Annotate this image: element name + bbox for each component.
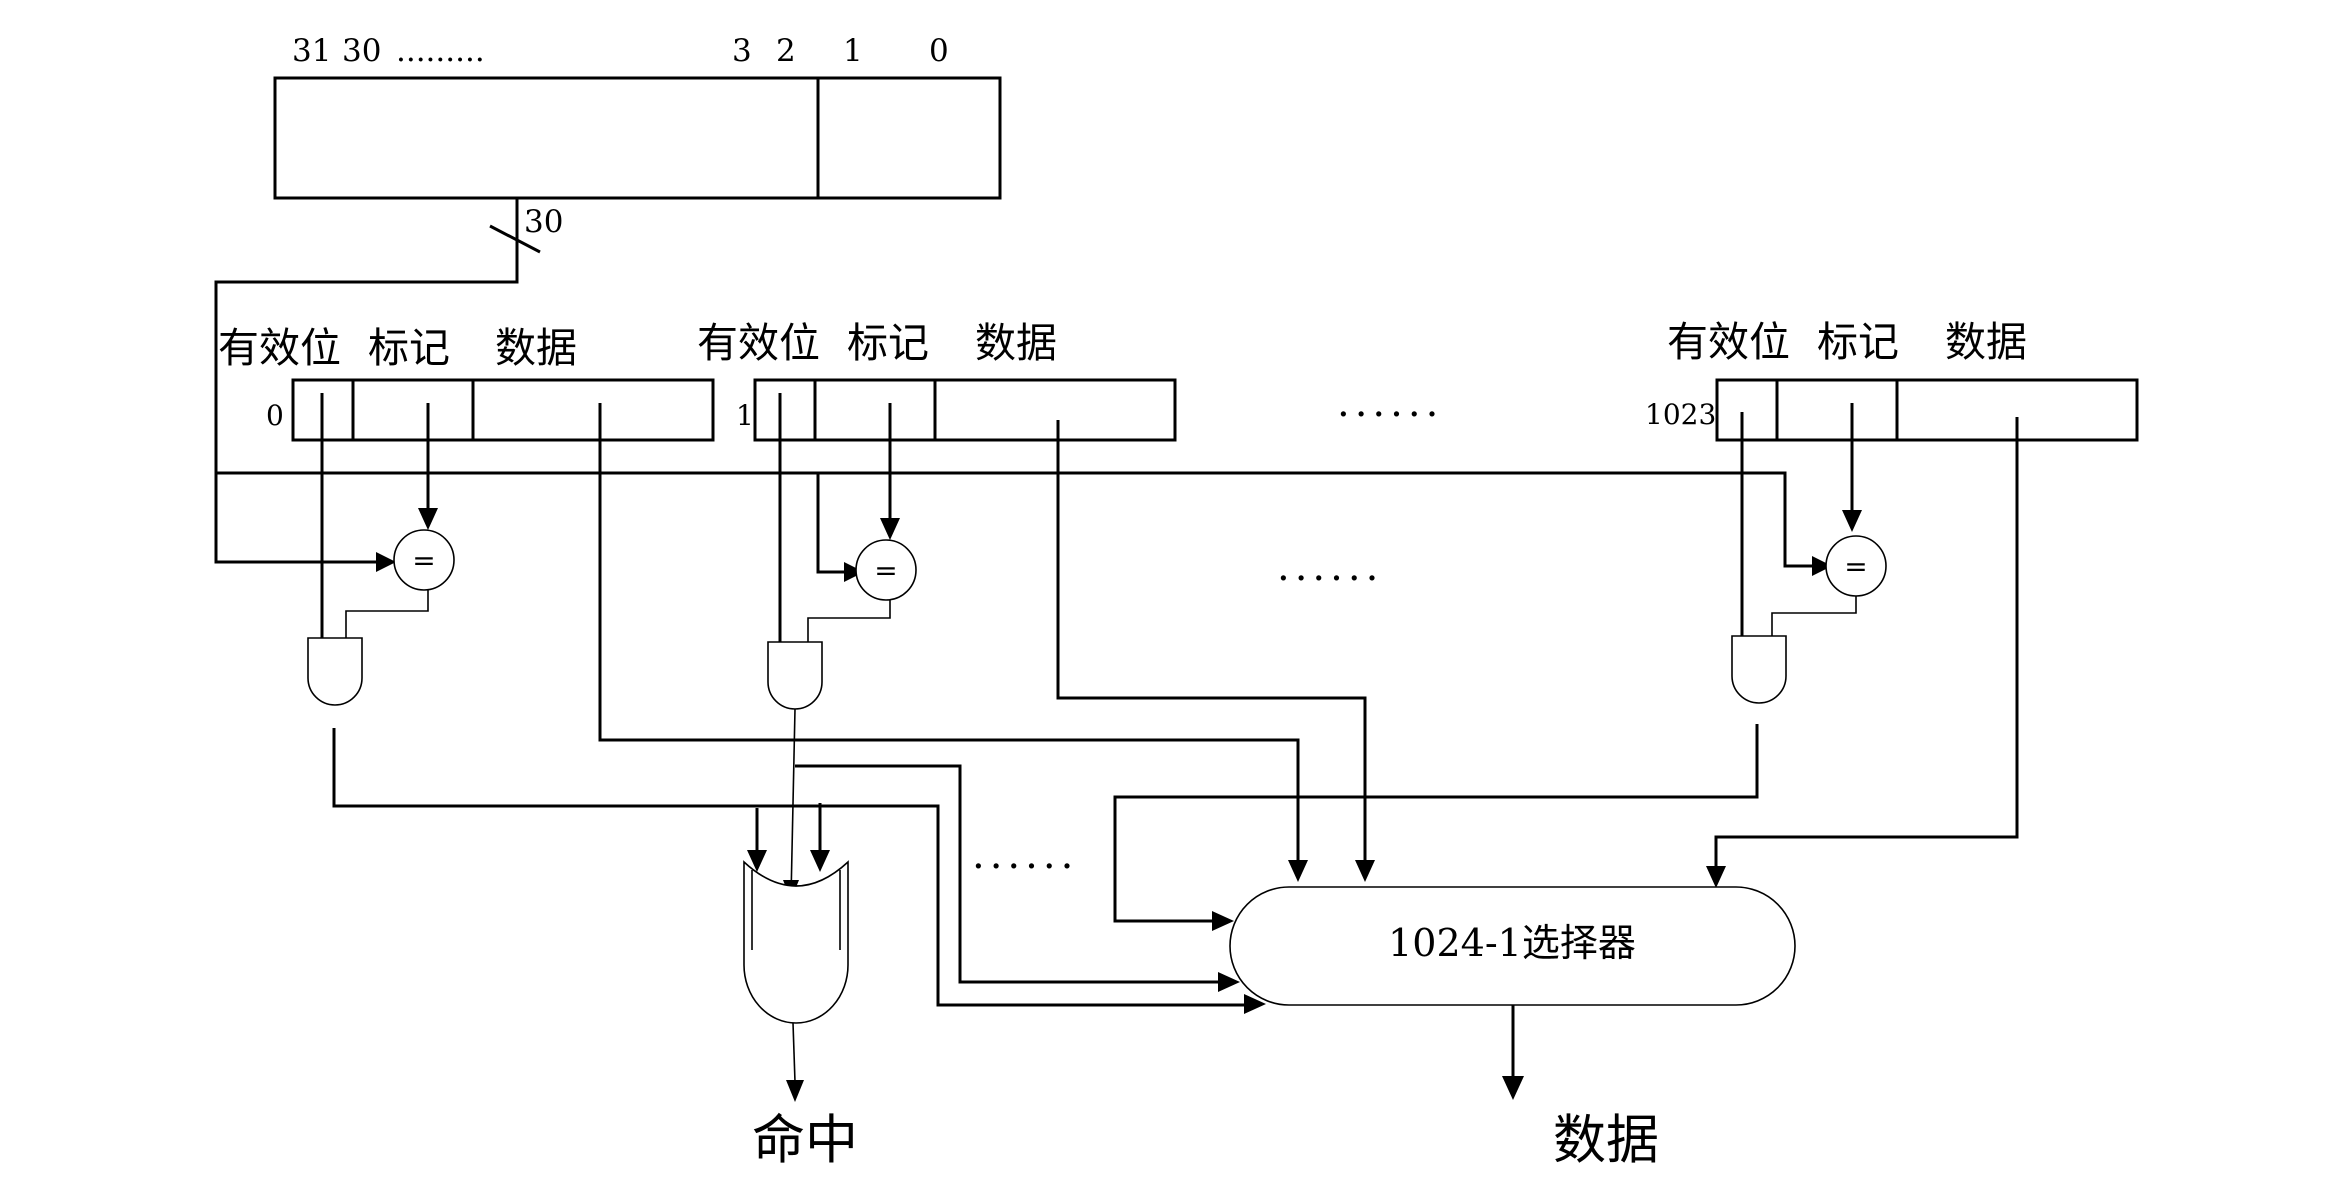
mux-section: 1024-1选择器 数据	[1229, 886, 1796, 1171]
compare-output-line	[807, 600, 891, 642]
hit-line-mux-arrowhead	[1244, 994, 1266, 1014]
address-box	[273, 76, 1002, 200]
data-label: 数据	[975, 319, 1057, 367]
or-input-left-arrowhead	[747, 850, 767, 872]
or-gate-section: 命中	[743, 803, 858, 1171]
data-line	[598, 403, 1300, 862]
tag-arrowhead	[1842, 510, 1862, 532]
data-label: 数据	[495, 324, 577, 372]
bit-label-ellipsis: .........	[396, 33, 485, 69]
tag-arrowhead	[418, 508, 438, 530]
cache-entry-1023: 有效位 标记 数据 1023 =	[1113, 318, 2139, 931]
address-bus-line-3	[816, 473, 848, 574]
and-gate	[767, 641, 823, 710]
hit-line-or	[790, 708, 796, 899]
bit-label-30: 30	[342, 33, 381, 69]
data-arrowhead	[1355, 860, 1375, 882]
entry-index: 1023	[1645, 398, 1716, 431]
address-bus-line	[214, 198, 519, 564]
mux-label: 1024-1选择器	[1388, 921, 1636, 965]
bus-width-slash	[489, 224, 541, 254]
ellipsis-entries: ......	[1337, 380, 1443, 426]
comparator	[855, 539, 917, 601]
data-line	[1056, 420, 1367, 862]
comparator-symbol: =	[874, 554, 897, 587]
data-arrowhead	[1706, 866, 1726, 888]
entry-box	[1715, 378, 2139, 442]
comparator-symbol: =	[412, 544, 435, 577]
hit-output-line	[792, 1022, 796, 1083]
ellipsis-comparators: ......	[1277, 544, 1383, 590]
address-bus-arrowhead-2	[1812, 556, 1832, 576]
bit-label-3: 3	[732, 33, 752, 69]
entry-index: 1	[736, 399, 754, 432]
cache-entry-1: 有效位 标记 数据 1 =	[697, 319, 1375, 992]
valid-bit-label: 有效位	[1667, 318, 1790, 366]
hit-output-arrowhead	[786, 1080, 804, 1102]
or-gate	[743, 860, 849, 1024]
data-arrowhead	[1288, 860, 1308, 882]
hit-line-mux	[1113, 724, 1759, 923]
valid-bit-label: 有效位	[218, 324, 341, 372]
and-gate	[307, 637, 363, 706]
and-gate	[1731, 635, 1787, 704]
or-input-right-arrowhead	[810, 850, 830, 872]
bit-label-0: 0	[929, 33, 949, 69]
hit-line-mux-arrowhead	[1218, 972, 1240, 992]
tag-label: 标记	[368, 324, 450, 372]
entry-box	[753, 378, 1177, 442]
mux-output-arrowhead	[1502, 1076, 1524, 1100]
bit-label-31: 31	[292, 33, 331, 69]
bit-label-1: 1	[843, 33, 863, 69]
tag-label: 标记	[1817, 318, 1899, 366]
entry-box	[291, 378, 715, 442]
comparator-symbol: =	[1844, 550, 1867, 583]
cache-entry-0: 有效位 标记 数据 0 =	[218, 324, 1308, 1014]
ellipsis-hit-lines: ......	[972, 832, 1078, 878]
address-bus: 30	[214, 198, 1832, 582]
hit-line-mux	[795, 764, 1218, 984]
tag-label: 标记	[847, 319, 929, 367]
address-bus-arrowhead	[376, 552, 396, 572]
data-line	[1714, 417, 2019, 868]
bit-label-2: 2	[776, 33, 796, 69]
address-register: 31 30 ......... 3 2 1 0	[273, 33, 1002, 200]
valid-bit-label: 有效位	[697, 319, 820, 367]
tag-arrowhead	[880, 518, 900, 540]
hit-line-mux-arrowhead	[1212, 911, 1234, 931]
comparator	[393, 529, 455, 591]
hit-line-mux	[332, 728, 1248, 1007]
bus-width-label: 30	[524, 204, 563, 240]
entry-index: 0	[266, 399, 284, 432]
hit-output-label: 命中	[752, 1110, 858, 1171]
compare-output-line	[345, 590, 429, 638]
address-bus-line-2	[216, 471, 1815, 568]
data-label: 数据	[1945, 318, 2027, 366]
address-bus-arrowhead-3	[844, 562, 864, 582]
compare-output-line	[1771, 596, 1857, 636]
data-output-label: 数据	[1553, 1110, 1659, 1171]
